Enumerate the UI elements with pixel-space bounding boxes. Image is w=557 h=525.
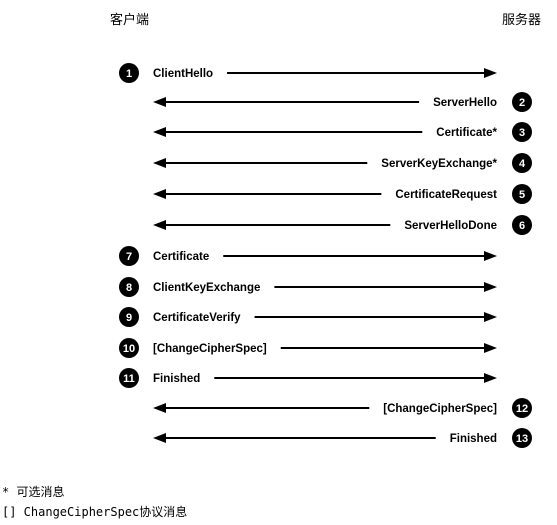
step-number: 3: [519, 127, 525, 139]
message-row: 9 CertificateVerify: [119, 307, 497, 327]
step-number: 6: [519, 220, 525, 232]
message-label: Certificate*: [436, 127, 497, 139]
message-row: 5 CertificateRequest: [153, 184, 532, 204]
note-changecipherspec: [] ChangeCipherSpec协议消息: [2, 505, 188, 519]
arrow-left-head: [153, 127, 166, 137]
arrow-left-head: [153, 97, 166, 107]
message-label: Finished: [153, 373, 200, 385]
step-number-badge: [512, 215, 532, 235]
step-number-badge: [512, 184, 532, 204]
message-row: 10 [ChangeCipherSpec]: [119, 338, 497, 358]
server-header: 服务器: [502, 13, 542, 28]
step-number: 4: [519, 158, 526, 170]
arrow-left-head: [153, 189, 166, 199]
message-row: 13 Finished: [153, 428, 532, 448]
arrow-right-head: [484, 68, 497, 78]
step-number: 1: [126, 68, 132, 80]
step-number-badge: [119, 307, 139, 327]
arrow-left-head: [153, 403, 166, 413]
step-number: 8: [126, 282, 132, 294]
step-number: 13: [516, 433, 528, 445]
message-label: CertificateRequest: [395, 189, 497, 201]
step-number: 5: [519, 189, 525, 201]
note-optional-messages: * 可选消息: [2, 485, 65, 499]
step-number-badge: [119, 246, 139, 266]
message-label: ServerHelloDone: [404, 220, 497, 232]
arrow-right-head: [484, 282, 497, 292]
step-number: 2: [519, 97, 525, 109]
step-number: 12: [516, 403, 528, 415]
message-row: 6 ServerHelloDone: [153, 215, 532, 235]
message-label: [ChangeCipherSpec]: [383, 403, 497, 415]
step-number-badge: [512, 92, 532, 112]
message-label: ServerHello: [433, 97, 497, 109]
step-number-badge: [512, 153, 532, 173]
message-label: Finished: [450, 433, 497, 445]
message-row: 2 ServerHello: [153, 92, 532, 112]
message-row: 12 [ChangeCipherSpec]: [153, 398, 532, 418]
arrow-right-head: [484, 312, 497, 322]
arrow-left-head: [153, 433, 166, 443]
message-row: 1 ClientHello: [119, 63, 497, 83]
step-number-badge: [119, 277, 139, 297]
message-row: 8 ClientKeyExchange: [119, 277, 497, 297]
arrow-left-head: [153, 220, 166, 230]
arrow-right-head: [484, 373, 497, 383]
arrow-right-head: [484, 343, 497, 353]
step-number-badge: [119, 368, 139, 388]
client-header: 客户端: [110, 13, 150, 28]
step-number: 7: [126, 251, 132, 263]
step-number-badge: [512, 398, 532, 418]
arrow-left-head: [153, 158, 166, 168]
message-label: Certificate: [153, 251, 209, 263]
message-label: ServerKeyExchange*: [381, 158, 497, 170]
step-number: 11: [123, 373, 135, 385]
message-label: ClientHello: [153, 68, 213, 80]
step-number-badge: [119, 338, 139, 358]
message-row: 3 Certificate*: [153, 122, 532, 142]
message-row: 7 Certificate: [119, 246, 497, 266]
step-number: 9: [126, 312, 132, 324]
step-number-badge: [512, 122, 532, 142]
message-label: CertificateVerify: [153, 312, 241, 324]
message-label: [ChangeCipherSpec]: [153, 343, 267, 355]
message-label: ClientKeyExchange: [153, 282, 260, 294]
step-number: 10: [123, 343, 135, 355]
step-number-badge: [512, 428, 532, 448]
message-row: 11 Finished: [119, 368, 497, 388]
arrow-right-head: [484, 251, 497, 261]
message-row: 4 ServerKeyExchange*: [153, 153, 532, 173]
step-number-badge: [119, 63, 139, 83]
